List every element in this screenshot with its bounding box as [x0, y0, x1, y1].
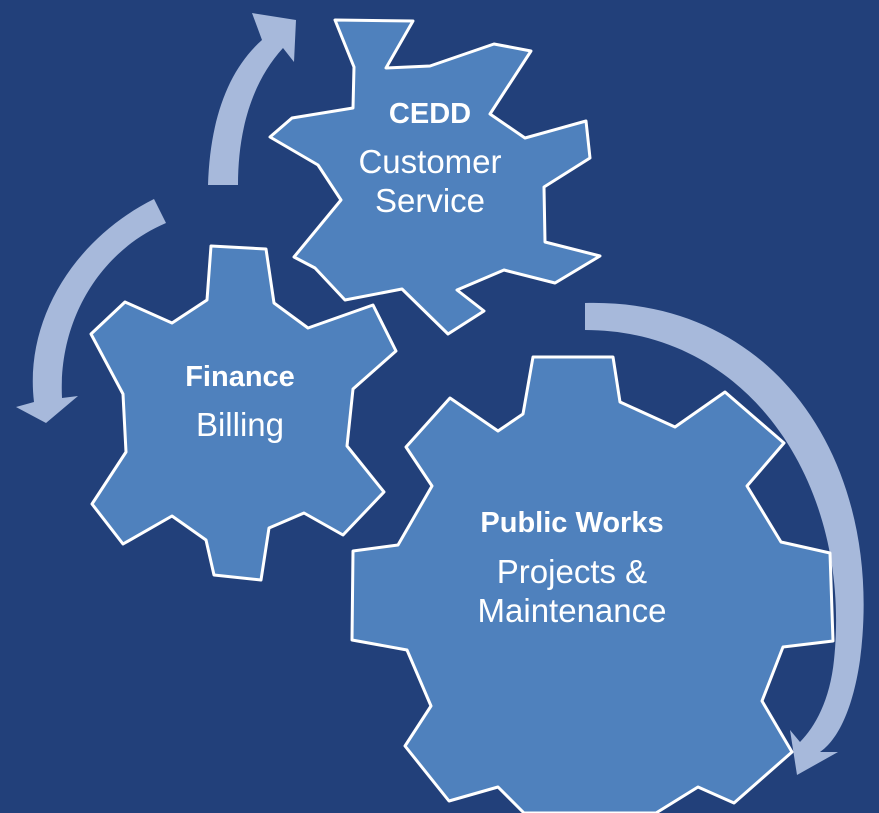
gear-subtitle-line: Service [374, 182, 486, 220]
circular-arrow-icon [585, 302, 864, 775]
gear-icon [350, 355, 835, 813]
gear-icon [89, 244, 398, 582]
circular-arrow-icon [16, 199, 166, 423]
gear-label-finance: Finance Billing [135, 360, 345, 445]
gear-title: CEDD [388, 98, 472, 130]
gear-subtitle-line: Projects & [496, 553, 648, 591]
gear-subtitle-line: Billing [195, 406, 285, 444]
gear-icon [268, 18, 602, 336]
gear-title: Finance [185, 361, 295, 393]
gear-label-public-works: Public Works Projects & Maintenance [438, 506, 706, 631]
gear-label-cedd: CEDD Customer Service [320, 97, 540, 221]
gear-title: Public Works [480, 507, 664, 539]
gear-subtitle-line: Maintenance [477, 592, 667, 630]
circular-arrow-icon [208, 13, 296, 185]
gear-subtitle-line: Customer [358, 143, 502, 181]
